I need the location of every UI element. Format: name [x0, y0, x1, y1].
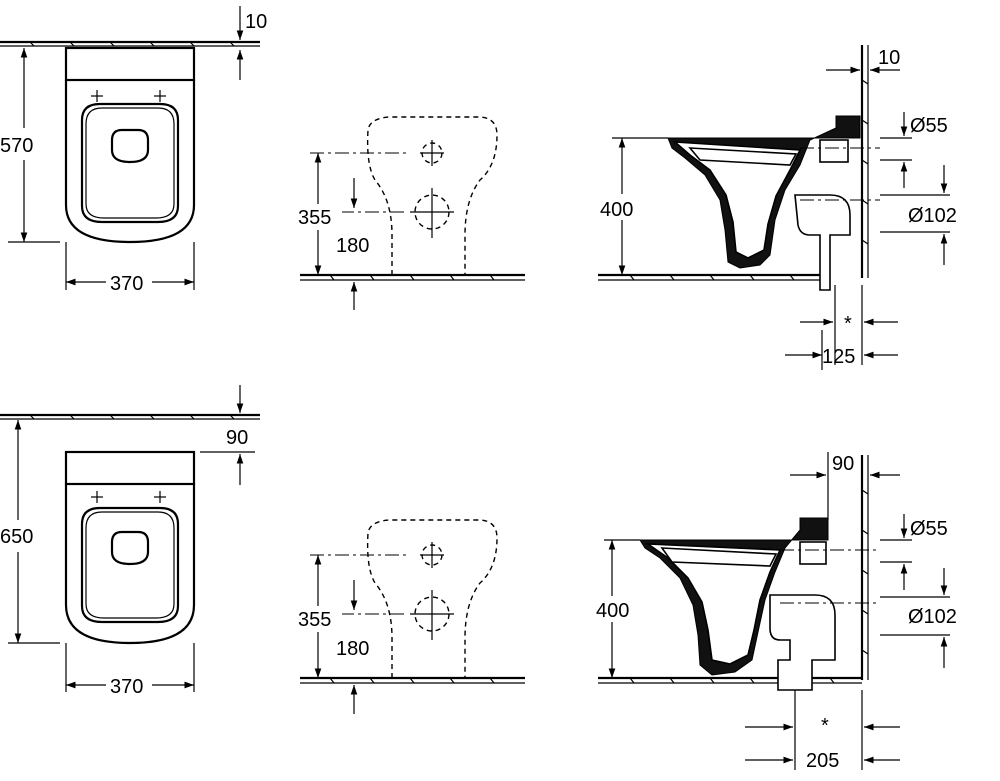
outlet-distance-label: 205 [806, 750, 839, 772]
inlet-diameter-label: Ø55 [910, 115, 948, 137]
inlet-connector [799, 541, 827, 565]
bowl-outline [64, 484, 196, 645]
fixing-marks [91, 491, 166, 503]
rear-view-1: 355 180 [296, 116, 525, 310]
wall-offset-label: 90 [832, 453, 854, 475]
flush-button [110, 530, 150, 566]
side-view-2: 400 90 Ø55 Ø102 * 205 [594, 452, 957, 772]
cistern [64, 450, 196, 486]
outlet-pipe [769, 594, 836, 691]
width-label: 370 [110, 273, 143, 295]
outlet-note-label: * [844, 313, 852, 335]
outlet-diameter-label: Ø102 [908, 205, 957, 227]
rear-height-top-label: 355 [298, 609, 331, 631]
bowl-height-label: 400 [596, 600, 629, 622]
wall-gap-label: 90 [226, 427, 248, 449]
variant-1-drawings: 570 370 10 [0, 6, 957, 370]
wall-offset-label: 10 [878, 47, 900, 69]
rear-outline [366, 116, 498, 275]
flush-button [110, 128, 150, 164]
side-view-1: 400 10 Ø55 Ø102 * 125 [598, 45, 957, 370]
rear-view-2: 355 180 [296, 519, 525, 714]
wall-line [0, 413, 260, 420]
bowl-outline [64, 80, 196, 244]
outlet-diameter-label: Ø102 [908, 606, 957, 628]
fixing-marks [91, 90, 166, 102]
seat [80, 102, 180, 224]
seat [80, 506, 180, 624]
depth-label: 570 [0, 135, 33, 157]
rear-height-bottom-label: 180 [336, 638, 369, 660]
inlet-diameter-label: Ø55 [910, 518, 948, 540]
width-label: 370 [110, 676, 143, 698]
bowl-height-label: 400 [600, 199, 633, 221]
top-view-1: 570 370 10 [0, 6, 267, 295]
depth-label: 650 [0, 526, 33, 548]
rear-outline [366, 519, 498, 678]
outlet-pipe [794, 194, 851, 291]
wall-gap-label: 10 [245, 11, 267, 33]
rear-height-top-label: 355 [298, 207, 331, 229]
outlet-note-label: * [821, 715, 829, 737]
variant-2-drawings: 650 370 90 [0, 385, 957, 772]
top-view-2: 650 370 90 [0, 385, 260, 698]
wall-line [0, 40, 260, 47]
rear-height-bottom-label: 180 [336, 235, 369, 257]
inlet-connector [819, 139, 849, 163]
outlet-distance-label: 125 [822, 346, 855, 368]
cistern [64, 46, 196, 82]
